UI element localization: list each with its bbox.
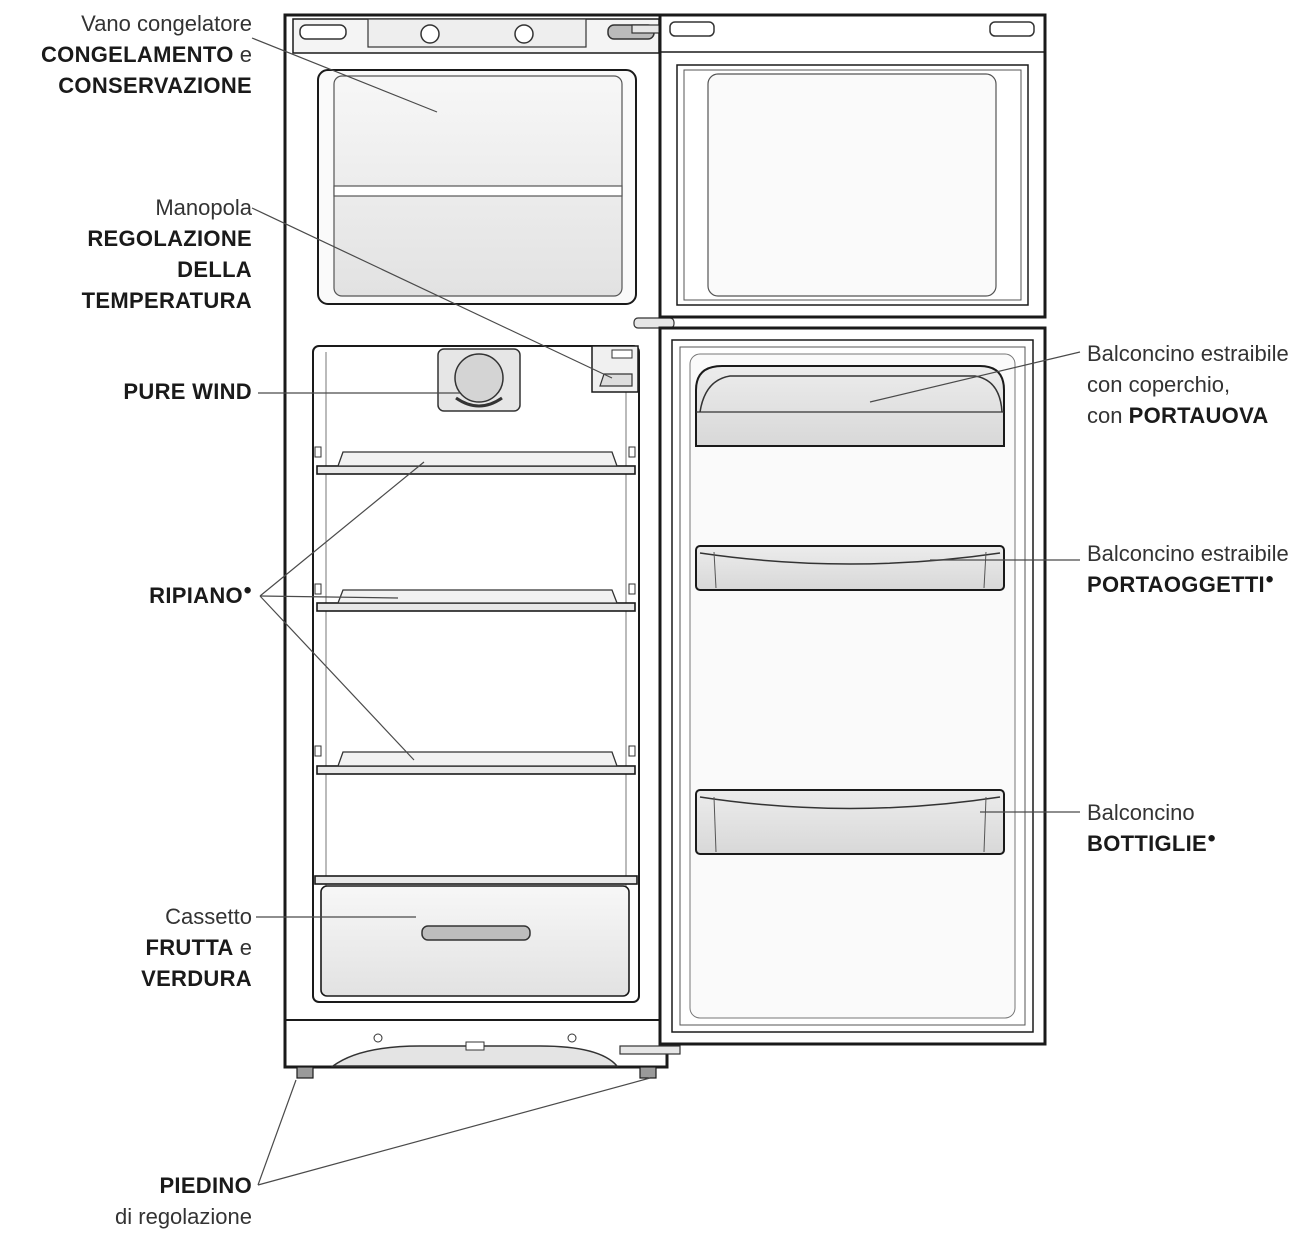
leader-shelf-2 (259, 595, 399, 599)
label-knob-line4: TEMPERATURA (81, 288, 252, 313)
label-foot-line2: di regolazione (115, 1204, 252, 1229)
label-knob-line1: Manopola (155, 195, 252, 220)
label-bottle-rack: Balconcino BOTTIGLIE● (1087, 797, 1216, 859)
label-freezer-line2: CONGELAMENTO (40, 42, 234, 67)
egg-rack (695, 365, 1005, 447)
freezer-door (658, 13, 1047, 319)
label-knob-line3: DELLA (177, 257, 252, 282)
label-egg-line2: con coperchio, (1087, 372, 1231, 397)
pure-wind-fan (437, 348, 521, 412)
label-freezer-line1: Vano congelatore (81, 11, 252, 36)
leader-shelf-3 (259, 595, 415, 761)
adjustable-foot-right (639, 1066, 657, 1079)
crisper-drawer (314, 875, 638, 997)
label-shelf-mark: ● (242, 581, 252, 599)
shelf-supports (314, 446, 636, 757)
label-object-mark: ● (1264, 570, 1275, 588)
label-freezer-compartment: Vano congelatore CONGELAMENTO e CONSERVA… (41, 8, 252, 101)
base-grille (285, 1019, 667, 1067)
label-crisper-suffix: e (239, 935, 252, 960)
label-bottle-line2: BOTTIGLIE (1087, 831, 1208, 856)
label-foot-line1: PIEDINO (159, 1173, 252, 1198)
adjustable-foot-left (296, 1066, 314, 1079)
label-knob-line2: REGOLAZIONE (87, 226, 252, 251)
leader-egg-rack (869, 351, 1081, 403)
leader-lines (251, 37, 1081, 1186)
label-object-line2: PORTAOGGETTI (1087, 572, 1265, 597)
label-shelf: RIPIANO● (149, 580, 252, 611)
label-pure-wind: PURE WIND (123, 379, 252, 404)
label-freezer-suffix: e (239, 42, 252, 67)
label-shelf-text: RIPIANO (149, 583, 243, 608)
label-freezer-line3: CONSERVAZIONE (58, 73, 252, 98)
label-bottle-line1: Balconcino (1087, 800, 1195, 825)
label-bottle-mark: ● (1207, 829, 1217, 847)
leader-shelf-1 (259, 461, 425, 597)
glass-shelf-1 (316, 451, 636, 475)
label-crisper-line2: FRUTTA (145, 935, 234, 960)
label-adjustable-foot: PIEDINO di regolazione (115, 1170, 252, 1232)
bottle-rack (695, 789, 1005, 855)
leader-foot-right (257, 1077, 651, 1186)
leader-freezer (251, 37, 438, 113)
glass-shelf-3 (316, 751, 636, 775)
label-egg-line3: PORTAUOVA (1128, 403, 1269, 428)
object-rack (695, 545, 1005, 591)
label-object-line1: Balconcino estraibile (1087, 541, 1289, 566)
label-crisper-line3: VERDURA (141, 966, 252, 991)
thermostat-knob (591, 345, 639, 393)
label-object-rack: Balconcino estraibile PORTAOGGETTI● (1087, 538, 1289, 600)
label-crisper-drawer: Cassetto FRUTTA e VERDURA (141, 901, 252, 994)
label-egg-line1: Balconcino estraibile (1087, 341, 1289, 366)
label-egg-rack: Balconcino estraibile con coperchio, con… (1087, 338, 1289, 431)
freezer-compartment (317, 69, 637, 305)
leader-knob (251, 207, 613, 379)
label-temperature-knob: Manopola REGOLAZIONE DELLA TEMPERATURA (82, 192, 252, 316)
label-crisper-line1: Cassetto (165, 904, 252, 929)
label-egg-prefix: con (1087, 403, 1123, 428)
glass-shelf-2 (316, 589, 636, 612)
leader-foot-left (257, 1079, 297, 1186)
